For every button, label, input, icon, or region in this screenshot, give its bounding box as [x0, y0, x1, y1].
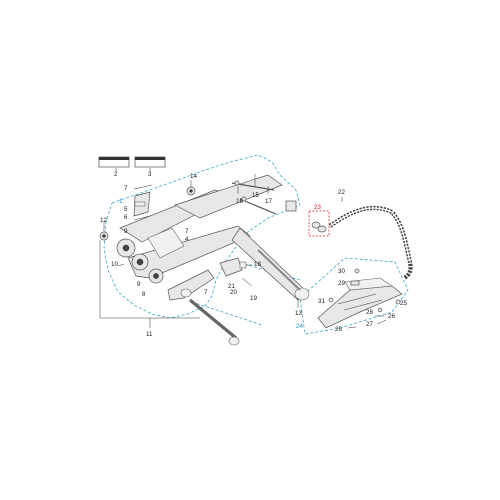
axle-end-cap [294, 287, 310, 301]
callout-8: 8 [142, 291, 146, 298]
chain-guard-fasteners [328, 268, 401, 329]
pivot-cap-center [189, 189, 193, 193]
spacer-29 [350, 280, 360, 286]
bushing-bore [136, 258, 144, 266]
chain-master-link [311, 221, 327, 233]
swingarm [116, 174, 310, 301]
callout-30: 30 [338, 268, 345, 275]
guide-spacer [134, 201, 146, 207]
master-link-plate [317, 225, 327, 233]
callout-31: 31 [318, 298, 325, 305]
callout-15: 15 [252, 192, 259, 199]
bolt-head [241, 196, 247, 202]
callout-18: 18 [254, 261, 261, 268]
swingarm-lower-arm [127, 225, 251, 279]
chain-guard-outline [299, 257, 409, 335]
bolt-head [234, 180, 240, 186]
brake-line-clip-parts [219, 257, 253, 287]
callout-11: 11 [146, 331, 153, 338]
decals [98, 156, 166, 168]
adjuster-bolt-long [239, 198, 277, 215]
callout-4: 4 [185, 236, 189, 243]
master-link-plate [311, 221, 321, 229]
slider-bushing [180, 288, 192, 298]
callout-26b: 26 [388, 313, 395, 320]
pivot-shaft [188, 298, 238, 340]
callout-25: 25 [400, 300, 407, 307]
chain-adjuster-plate [285, 200, 297, 212]
clip-screw [241, 277, 253, 287]
callout-29: 29 [338, 280, 345, 287]
bushing-bore [122, 244, 130, 252]
callout-21: 21 [228, 283, 235, 290]
callout-9b: 9 [137, 281, 141, 288]
chain-guard-ribs [337, 293, 383, 311]
callout-22: 22 [338, 189, 345, 196]
screw-26 [347, 326, 357, 329]
rear-axle [257, 249, 301, 291]
screw-7 [133, 184, 153, 190]
callout-7c: 7 [204, 289, 208, 296]
screw-31 [328, 297, 334, 303]
decal-2-header [99, 157, 129, 160]
callout-24: 24 [296, 323, 303, 330]
screw-6 [133, 215, 151, 221]
screw-27 [376, 319, 387, 325]
bushing-bore [153, 273, 159, 279]
chain-guide-parts [133, 184, 153, 221]
chain-highlight [329, 207, 411, 263]
callout-23: 23 [314, 204, 321, 211]
callout-12: 12 [100, 217, 107, 224]
clip [239, 261, 247, 269]
chain-slider [167, 269, 215, 301]
callout-19: 19 [250, 295, 257, 302]
callout-28: 28 [366, 309, 373, 316]
callout-5: 5 [124, 206, 128, 213]
swingarm-cross-member [147, 227, 185, 259]
callout-13: 13 [295, 310, 302, 317]
clip-bracket [219, 257, 243, 277]
washer-hole [102, 234, 106, 238]
callout-17: 17 [265, 198, 272, 205]
callout-7: 7 [124, 185, 128, 192]
callout-10: 10 [111, 261, 118, 268]
callouts: 2 3 1 7 5 6 14 12 9 10 9 8 11 7 4 7 15 1… [100, 171, 407, 338]
screw-25 [395, 299, 401, 305]
washer-30 [354, 268, 360, 274]
leader-lines [99, 168, 343, 328]
callout-27: 27 [366, 321, 373, 328]
callout-7b: 7 [185, 228, 189, 235]
callout-6: 6 [124, 214, 128, 221]
callout-9: 9 [124, 228, 128, 235]
callout-26: 26 [335, 326, 342, 333]
callout-14: 14 [190, 173, 197, 180]
outline-segment [191, 301, 263, 326]
pivot-shaft-nut [228, 336, 240, 346]
washer-28 [377, 307, 383, 313]
callout-1: 1 [119, 198, 123, 205]
callout-16: 16 [236, 198, 243, 205]
callout-20: 20 [230, 289, 237, 296]
chain-link-outline [308, 210, 330, 237]
axle-adjuster-parts [231, 180, 297, 215]
callout-3: 3 [148, 171, 152, 178]
callout-2: 2 [114, 171, 118, 178]
decal-3-header [135, 157, 165, 160]
